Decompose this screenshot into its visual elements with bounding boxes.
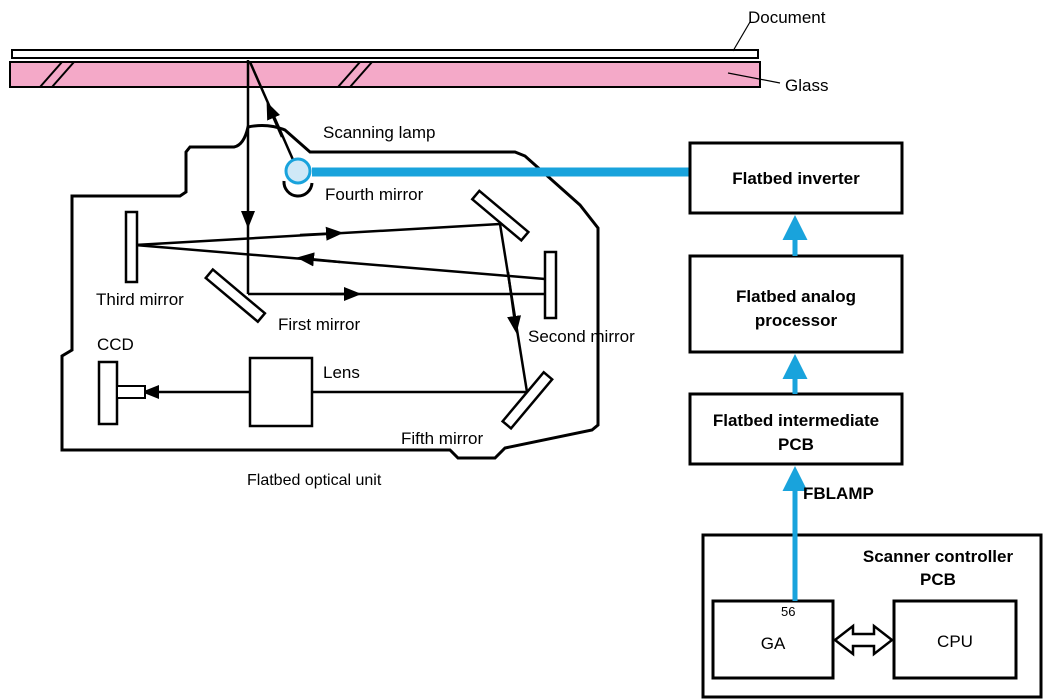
controller-title-line2: PCB bbox=[920, 570, 956, 589]
intermediate-title-line2: PCB bbox=[778, 435, 814, 454]
light-path bbox=[134, 60, 546, 399]
document-label: Document bbox=[748, 8, 826, 27]
intermediate-block bbox=[688, 392, 904, 466]
ccd-label: CCD bbox=[97, 335, 134, 354]
ga-block bbox=[711, 599, 835, 680]
scanning-lamp-label: Scanning lamp bbox=[323, 123, 436, 142]
document-leader bbox=[732, 21, 751, 52]
cpu-block bbox=[892, 599, 1018, 680]
scanning-lamp-icon bbox=[284, 157, 312, 185]
document-sheet bbox=[11, 49, 759, 59]
ccd-sensor bbox=[97, 360, 119, 426]
pin-label: 56 bbox=[781, 604, 796, 619]
glass-hatch bbox=[39, 61, 373, 88]
analog-title-line2: processor bbox=[754, 311, 838, 330]
fourth-mirror bbox=[470, 189, 531, 243]
optical-unit-outline bbox=[60, 124, 600, 460]
intermediate-title-line1: Flatbed intermediate bbox=[712, 411, 880, 430]
inverter-block bbox=[688, 141, 904, 215]
inverter-title: Flatbed inverter bbox=[732, 169, 860, 188]
lens-element bbox=[248, 356, 314, 428]
fourth-mirror-label: Fourth mirror bbox=[325, 185, 424, 204]
first-mirror bbox=[203, 267, 267, 324]
glass-plate bbox=[9, 61, 761, 88]
third-mirror-label: Third mirror bbox=[96, 290, 184, 309]
ccd-stub bbox=[116, 385, 146, 399]
controller-title-line1: Scanner controller bbox=[862, 547, 1014, 566]
third-mirror bbox=[124, 210, 139, 284]
glass-label: Glass bbox=[785, 76, 829, 95]
second-mirror-label: Second mirror bbox=[528, 327, 635, 346]
fifth-mirror bbox=[500, 370, 554, 431]
lens-label: Lens bbox=[323, 363, 360, 382]
fblamp-label: FBLAMP bbox=[803, 484, 874, 503]
analog-title-line1: Flatbed analog bbox=[736, 287, 856, 306]
optical-unit-label: Flatbed optical unit bbox=[247, 472, 382, 489]
ga-cpu-bus-arrow bbox=[832, 623, 895, 657]
analog-block bbox=[688, 254, 904, 354]
glass-leader bbox=[727, 72, 781, 84]
fifth-mirror-label: Fifth mirror bbox=[401, 429, 484, 448]
ga-label: GA bbox=[760, 634, 786, 653]
lamp-reflector bbox=[282, 180, 314, 198]
first-mirror-label: First mirror bbox=[278, 315, 361, 334]
cpu-label: CPU bbox=[937, 632, 973, 651]
second-mirror bbox=[543, 250, 558, 320]
